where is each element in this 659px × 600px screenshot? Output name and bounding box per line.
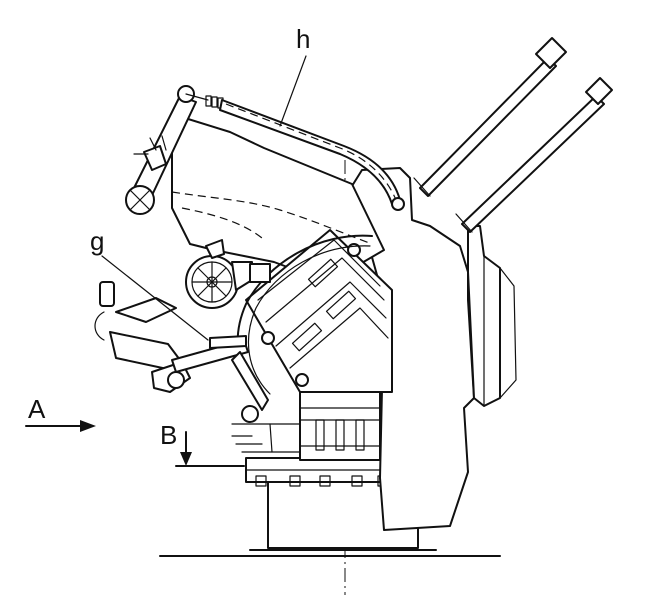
label-g: g <box>90 226 209 341</box>
label-b-text: B <box>160 420 177 450</box>
foot-mechanism <box>231 351 301 453</box>
barrels <box>413 37 613 233</box>
label-g-text: g <box>90 226 104 256</box>
label-h: h <box>279 24 310 127</box>
arrow-b-icon <box>180 452 192 466</box>
side-shield <box>351 167 517 531</box>
linkage-rod <box>219 99 405 211</box>
carriage <box>245 229 393 393</box>
pivot-arm <box>125 85 224 215</box>
base-plate <box>245 457 401 487</box>
label-b: B <box>160 420 245 467</box>
label-h-text: h <box>296 24 310 54</box>
carriage-rollers <box>291 258 357 352</box>
label-a-text: A <box>28 394 46 424</box>
arrow-a-icon <box>80 420 96 432</box>
lower-housing <box>299 391 381 461</box>
label-a: A <box>25 394 96 432</box>
handwheel <box>185 239 271 309</box>
handle-lever <box>94 281 249 393</box>
